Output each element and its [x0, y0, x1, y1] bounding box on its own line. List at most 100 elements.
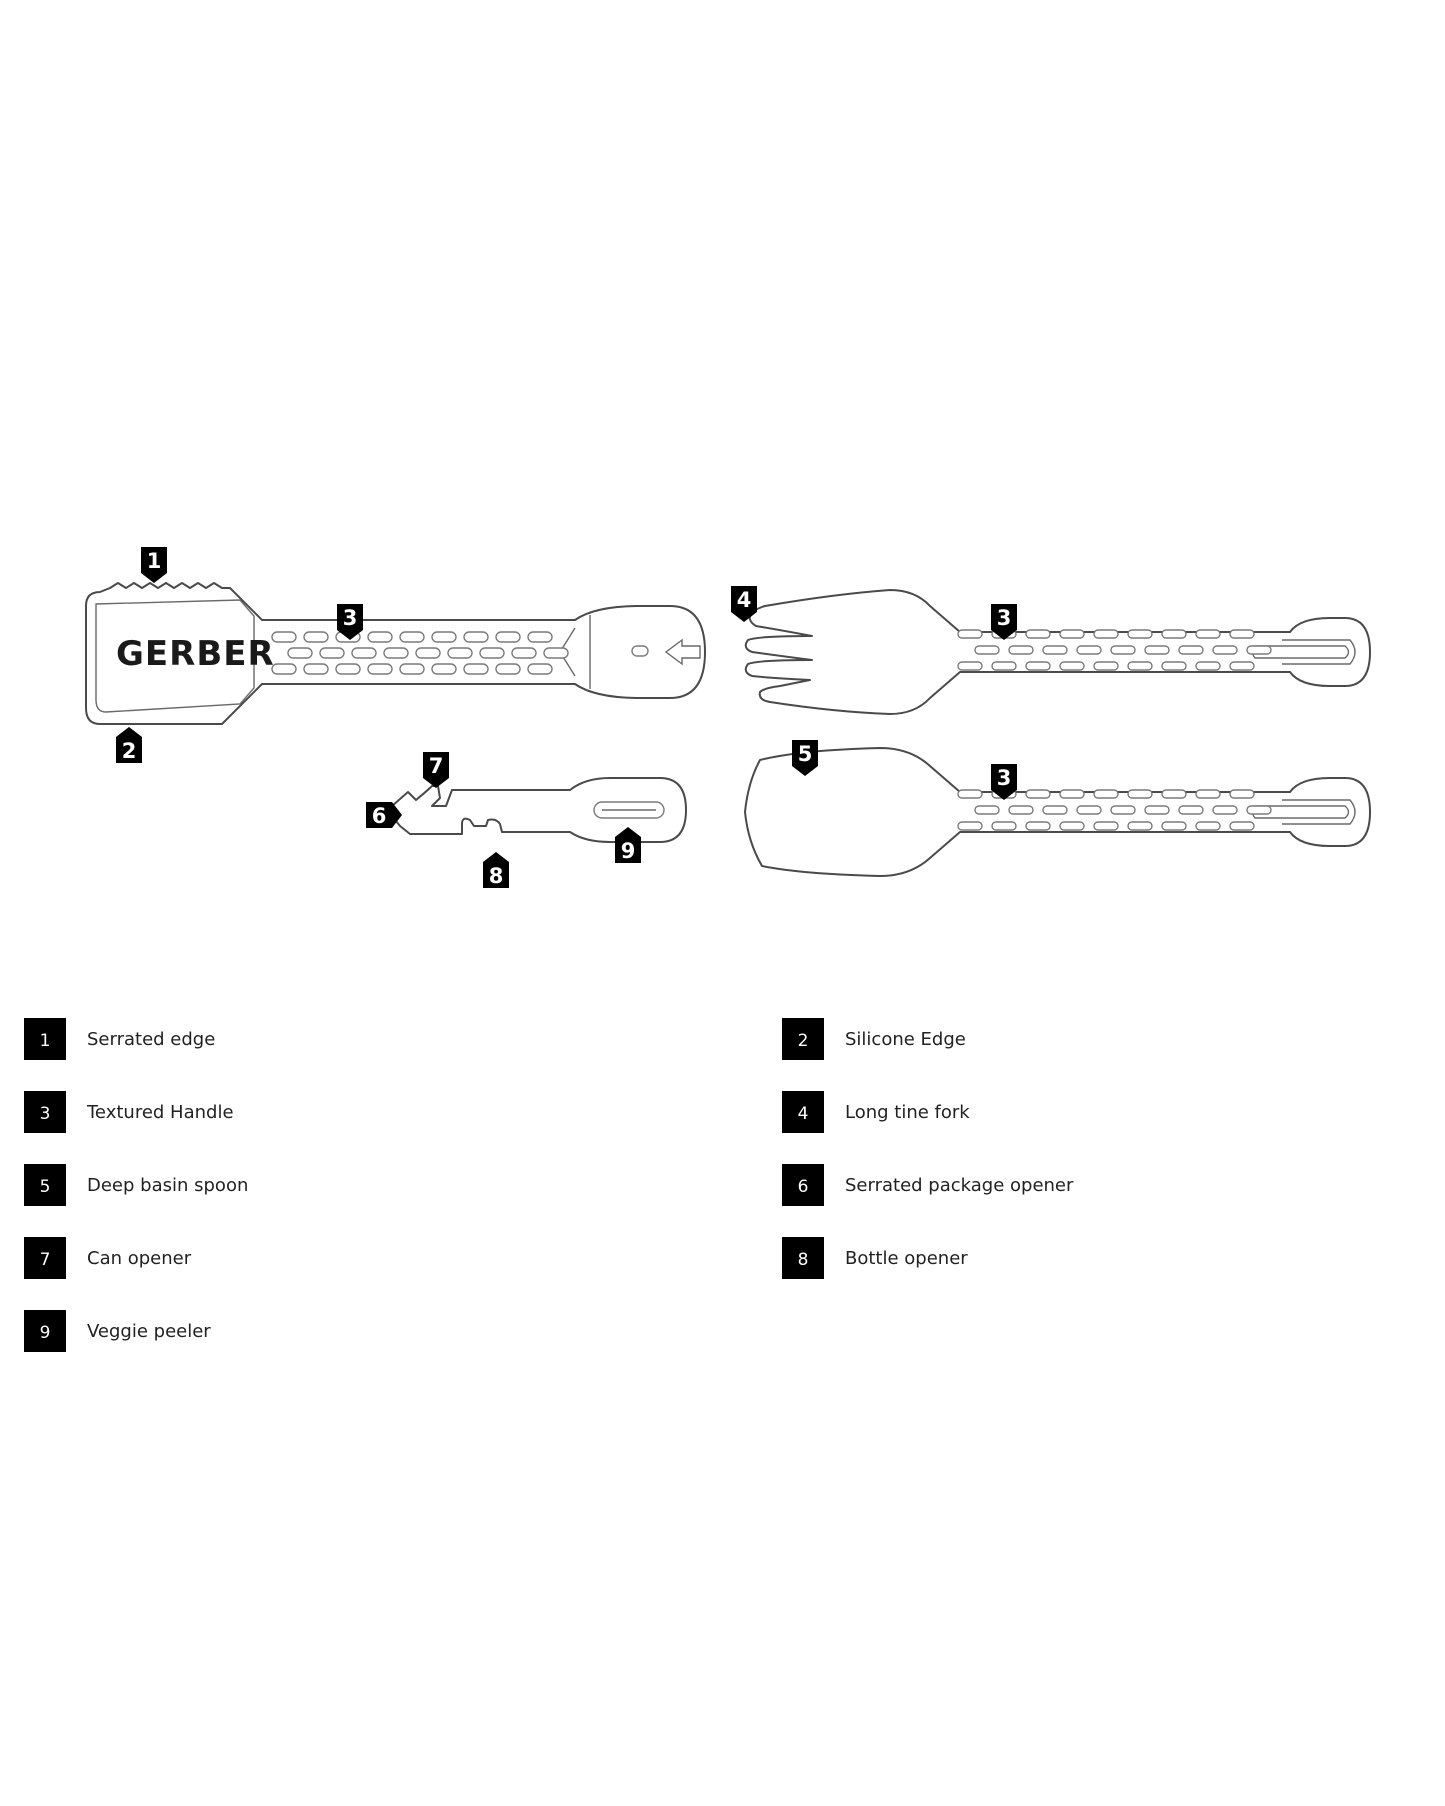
texture-slot	[1127, 821, 1153, 831]
texture-slot	[1025, 821, 1051, 831]
texture-slot	[319, 647, 345, 659]
callout-tag-shape	[731, 586, 757, 622]
legend-number: 9	[40, 1323, 51, 1343]
texture-slot	[1246, 805, 1272, 815]
legend-number-box	[24, 1164, 66, 1206]
texture-slot	[511, 647, 537, 659]
texture-slot	[543, 647, 569, 659]
texture-slot	[1212, 805, 1238, 815]
legend-number: 2	[798, 1031, 809, 1051]
texture-slot	[1144, 645, 1170, 655]
legend-number: 4	[798, 1104, 809, 1124]
texture-slot	[335, 663, 361, 675]
callout-marker: 8	[483, 852, 509, 888]
texture-slot	[495, 663, 521, 675]
callout-number: 8	[489, 864, 504, 888]
texture-slot	[1161, 661, 1187, 671]
callout-number: 3	[343, 606, 358, 630]
texture-slot	[974, 805, 1000, 815]
legend-item: 5 Deep basin spoon	[24, 1164, 248, 1206]
legend-number-box	[782, 1164, 824, 1206]
callout-tag-shape	[792, 740, 818, 776]
texture-slot	[367, 663, 393, 675]
legend-label: Deep basin spoon	[87, 1175, 248, 1196]
texture-slot	[1161, 821, 1187, 831]
callout-tag-shape	[337, 604, 363, 640]
callout-marker: 6	[366, 802, 402, 828]
texture-slot	[1195, 661, 1221, 671]
callout-tag-shape	[483, 852, 509, 888]
callout-number: 3	[997, 766, 1012, 790]
legend-item: 2 Silicone Edge	[782, 1018, 966, 1060]
texture-slot	[399, 631, 425, 643]
legend-item: 4 Long tine fork	[782, 1091, 970, 1133]
legend-number-box	[24, 1018, 66, 1060]
texture-slot	[1059, 821, 1085, 831]
texture-slot	[957, 789, 983, 799]
texture-slot	[1212, 645, 1238, 655]
callout-marker: 5	[792, 740, 818, 776]
callout-tag-shape	[615, 827, 641, 863]
handle-texture	[957, 789, 1272, 831]
callout-number: 4	[737, 588, 752, 612]
legend-number: 8	[798, 1250, 809, 1270]
texture-slot	[1161, 789, 1187, 799]
texture-slot	[991, 661, 1017, 671]
texture-slot	[957, 661, 983, 671]
callout-tag-shape	[991, 604, 1017, 640]
legend-label: Can opener	[87, 1248, 192, 1269]
callout-number: 6	[372, 804, 387, 828]
legend-number-box	[782, 1091, 824, 1133]
texture-slot	[991, 821, 1017, 831]
callout-marker: 3	[991, 604, 1017, 640]
texture-slot	[399, 663, 425, 675]
texture-slot	[495, 631, 521, 643]
texture-slot	[367, 631, 393, 643]
texture-slot	[1127, 661, 1153, 671]
legend-number-box	[24, 1310, 66, 1352]
legend-label: Veggie peeler	[87, 1321, 211, 1342]
callout-number: 7	[429, 754, 444, 778]
callout-number: 3	[997, 606, 1012, 630]
texture-slot	[1025, 789, 1051, 799]
spoon-tool	[744, 747, 1371, 877]
texture-slot	[1178, 645, 1204, 655]
texture-slot	[527, 631, 553, 643]
texture-slot	[1093, 661, 1119, 671]
fork-tool	[744, 589, 1371, 715]
texture-slot	[1229, 661, 1255, 671]
legend-label: Long tine fork	[845, 1102, 970, 1123]
callout-tag-shape	[991, 764, 1017, 800]
legend-item: 6 Serrated package opener	[782, 1164, 1074, 1206]
texture-slot	[303, 663, 329, 675]
texture-slot	[1076, 805, 1102, 815]
texture-slot	[974, 645, 1000, 655]
legend-number-box	[782, 1237, 824, 1279]
texture-slot	[463, 631, 489, 643]
legend-label: Silicone Edge	[845, 1029, 966, 1050]
legend-number: 6	[798, 1177, 809, 1197]
callout-number: 1	[147, 549, 162, 573]
legend-label: Serrated package opener	[845, 1175, 1074, 1196]
texture-slot	[1229, 789, 1255, 799]
callout-marker: 2	[116, 727, 142, 763]
gerber-logo: GERBER	[116, 634, 275, 674]
texture-slot	[431, 663, 457, 675]
arrow-left-icon	[664, 638, 701, 666]
texture-slot	[1042, 645, 1068, 655]
texture-slot	[527, 663, 553, 675]
legend-item: 9 Veggie peeler	[24, 1310, 211, 1352]
texture-slot	[271, 663, 297, 675]
texture-slot	[1229, 629, 1255, 639]
legend-number: 3	[40, 1104, 51, 1124]
texture-slot	[463, 663, 489, 675]
texture-slot	[1178, 805, 1204, 815]
texture-slot	[479, 647, 505, 659]
legend-number: 5	[40, 1177, 51, 1197]
scraper-tool: GERBER	[85, 582, 706, 725]
texture-slot	[1127, 629, 1153, 639]
